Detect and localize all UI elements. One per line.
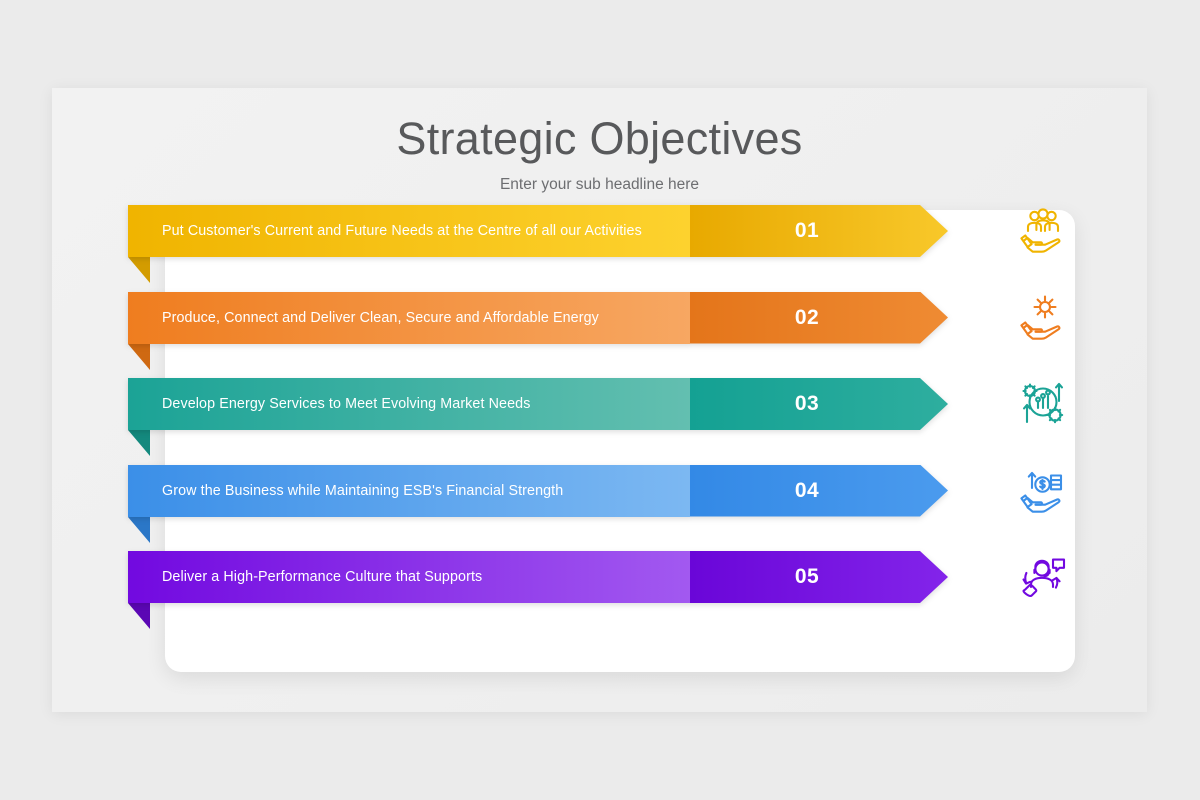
ribbon-fold (128, 343, 150, 370)
customer-support-agent-icon (1014, 549, 1072, 605)
objective-number: 01 (794, 219, 820, 242)
objective-number-band: 02 (690, 292, 948, 344)
objective-row[interactable]: Put Customer's Current and Future Needs … (128, 203, 1128, 283)
objective-number-band: 05 (690, 551, 948, 603)
objective-row[interactable]: Deliver a High-Performance Culture that … (128, 549, 1128, 629)
ribbon-fold (128, 430, 150, 456)
objective-number-band: 01 (690, 205, 948, 257)
objective-row[interactable]: Develop Energy Services to Meet Evolving… (128, 376, 1128, 456)
objective-number: 02 (794, 305, 820, 329)
objective-banner[interactable]: Grow the Business while Maintaining ESB'… (128, 464, 948, 517)
objective-label: Grow the Business while Maintaining ESB'… (162, 482, 564, 499)
page-title: Strategic Objectives (396, 113, 803, 164)
objective-label-band: Put Customer's Current and Future Needs … (128, 205, 690, 257)
hand-holding-money-icon (1014, 463, 1072, 519)
objective-label: Produce, Connect and Deliver Clean, Secu… (162, 309, 599, 326)
objective-label: Deliver a High-Performance Culture that … (162, 569, 483, 585)
objective-number: 03 (794, 392, 820, 415)
ribbon-fold (128, 516, 150, 543)
objectives-list: Put Customer's Current and Future Needs … (52, 88, 1147, 712)
objective-row[interactable]: Grow the Business while Maintaining ESB'… (128, 463, 1128, 543)
ribbon-fold (128, 257, 150, 283)
objective-label-band: Grow the Business while Maintaining ESB'… (128, 464, 690, 517)
objective-row[interactable]: Produce, Connect and Deliver Clean, Secu… (128, 290, 1128, 370)
hand-holding-gear-icon (1014, 290, 1072, 346)
slide-canvas: Strategic Objectives Enter your sub head… (52, 88, 1147, 712)
objective-number: 05 (794, 565, 820, 588)
objective-number-band: 03 (690, 378, 948, 430)
objective-banner[interactable]: Deliver a High-Performance Culture that … (128, 551, 948, 603)
objective-label-band: Produce, Connect and Deliver Clean, Secu… (128, 291, 690, 344)
objective-banner[interactable]: Produce, Connect and Deliver Clean, Secu… (128, 291, 948, 344)
objective-banner[interactable]: Put Customer's Current and Future Needs … (128, 205, 948, 257)
heading-block: Strategic Objectives Enter your sub head… (52, 114, 1147, 194)
objective-label: Develop Energy Services to Meet Evolving… (162, 396, 531, 412)
objective-banner[interactable]: Develop Energy Services to Meet Evolving… (128, 378, 948, 430)
objective-label-band: Deliver a High-Performance Culture that … (128, 551, 690, 603)
hand-holding-people-icon (1014, 203, 1072, 259)
growth-analytics-gear-icon (1014, 376, 1072, 432)
ribbon-fold (128, 603, 150, 629)
objective-label: Put Customer's Current and Future Needs … (162, 223, 642, 239)
objective-number: 04 (794, 478, 820, 502)
page-subtitle: Enter your sub headline here (499, 175, 700, 193)
objective-number-band: 04 (690, 465, 948, 517)
objective-label-band: Develop Energy Services to Meet Evolving… (128, 378, 690, 430)
